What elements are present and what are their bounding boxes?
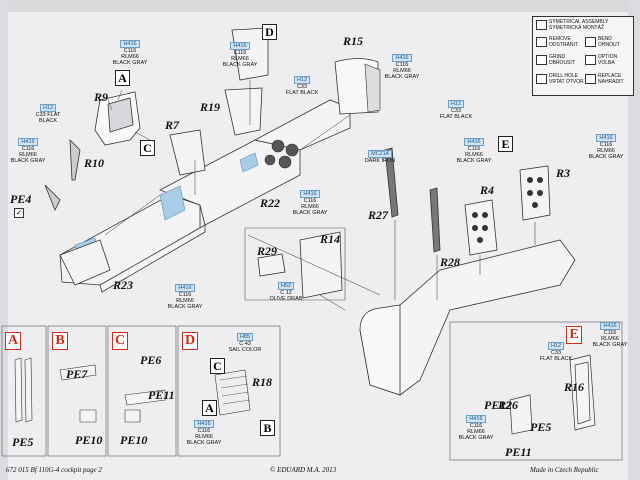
part-r15: R15 xyxy=(343,34,364,48)
part-pe11-e: PE11 xyxy=(505,445,532,459)
section-c: C xyxy=(112,332,128,350)
part-r26: R26 xyxy=(498,398,519,412)
part-pe4: PE4 xyxy=(10,192,32,206)
section-e: E xyxy=(566,326,582,344)
legend-remove: REMOVE ODSTRANIT xyxy=(549,36,578,48)
part-r29: R29 xyxy=(257,244,278,258)
remove-icon xyxy=(536,37,547,47)
section-b: B xyxy=(52,332,68,350)
part-r18: R18 xyxy=(252,375,273,389)
part-pe11-c: PE11 xyxy=(148,388,175,402)
callout-a-small: A xyxy=(202,400,217,416)
part-r4: R4 xyxy=(480,183,495,197)
legend-option: OPTION VOLBA xyxy=(598,54,618,66)
drill-icon xyxy=(536,74,547,84)
option-icon xyxy=(585,55,596,65)
legend-symmetrical: SYMETRICAL ASSEMBLY SYMETRICKÁ MONTÁŽ xyxy=(549,19,609,31)
section-a: A xyxy=(5,332,21,350)
part-pe10-c: PE10 xyxy=(120,433,148,447)
replace-icon xyxy=(585,74,596,84)
part-r27: R27 xyxy=(368,208,389,222)
part-pe7: PE7 xyxy=(66,367,88,381)
part-r28: R28 xyxy=(440,255,461,269)
callout-c-small: C xyxy=(210,358,225,374)
legend-replace: REPLACE NAHRADIT xyxy=(598,73,624,85)
part-pe10-b: PE10 xyxy=(75,433,103,447)
part-r10: R10 xyxy=(84,156,105,170)
part-r23: R23 xyxy=(113,278,134,292)
callout-a: A xyxy=(115,70,130,86)
callout-e: E xyxy=(498,136,513,152)
legend-bend: BEND OHNOUT xyxy=(598,36,620,48)
legend-grind: GRIND DBROUSIT xyxy=(549,54,575,66)
part-r3: R3 xyxy=(556,166,571,180)
callout-b-small: B xyxy=(260,420,275,436)
symbol-legend: SYMETRICAL ASSEMBLY SYMETRICKÁ MONTÁŽ RE… xyxy=(532,16,634,96)
footer-right: Made in Czech Republic xyxy=(530,466,599,474)
part-pe5: PE5 xyxy=(12,435,34,449)
part-r19: R19 xyxy=(200,100,221,114)
bend-icon xyxy=(585,37,596,47)
part-r22: R22 xyxy=(260,196,281,210)
part-pe5-e: PE5 xyxy=(530,420,552,434)
pe4-check-icon: ✓ xyxy=(14,208,24,218)
part-pe12: PE12 xyxy=(484,398,512,412)
footer-center: © EDUARD M.A. 2013 xyxy=(270,466,337,474)
legend-drill: DRILL HOLE VRTAT OTVOR xyxy=(549,73,584,85)
symmetrical-icon xyxy=(536,20,547,30)
part-r16: R16 xyxy=(564,380,585,394)
part-r7: R7 xyxy=(165,118,180,132)
footer-left: 672 015 Bf 110G-4 cockpit page 2 xyxy=(6,466,102,474)
callout-d: D xyxy=(262,24,277,40)
callout-c: C xyxy=(140,140,155,156)
grind-icon xyxy=(536,55,547,65)
part-r9: R9 xyxy=(94,90,109,104)
part-pe6: PE6 xyxy=(140,353,162,367)
part-r14: R14 xyxy=(320,232,341,246)
section-d: D xyxy=(182,332,198,350)
